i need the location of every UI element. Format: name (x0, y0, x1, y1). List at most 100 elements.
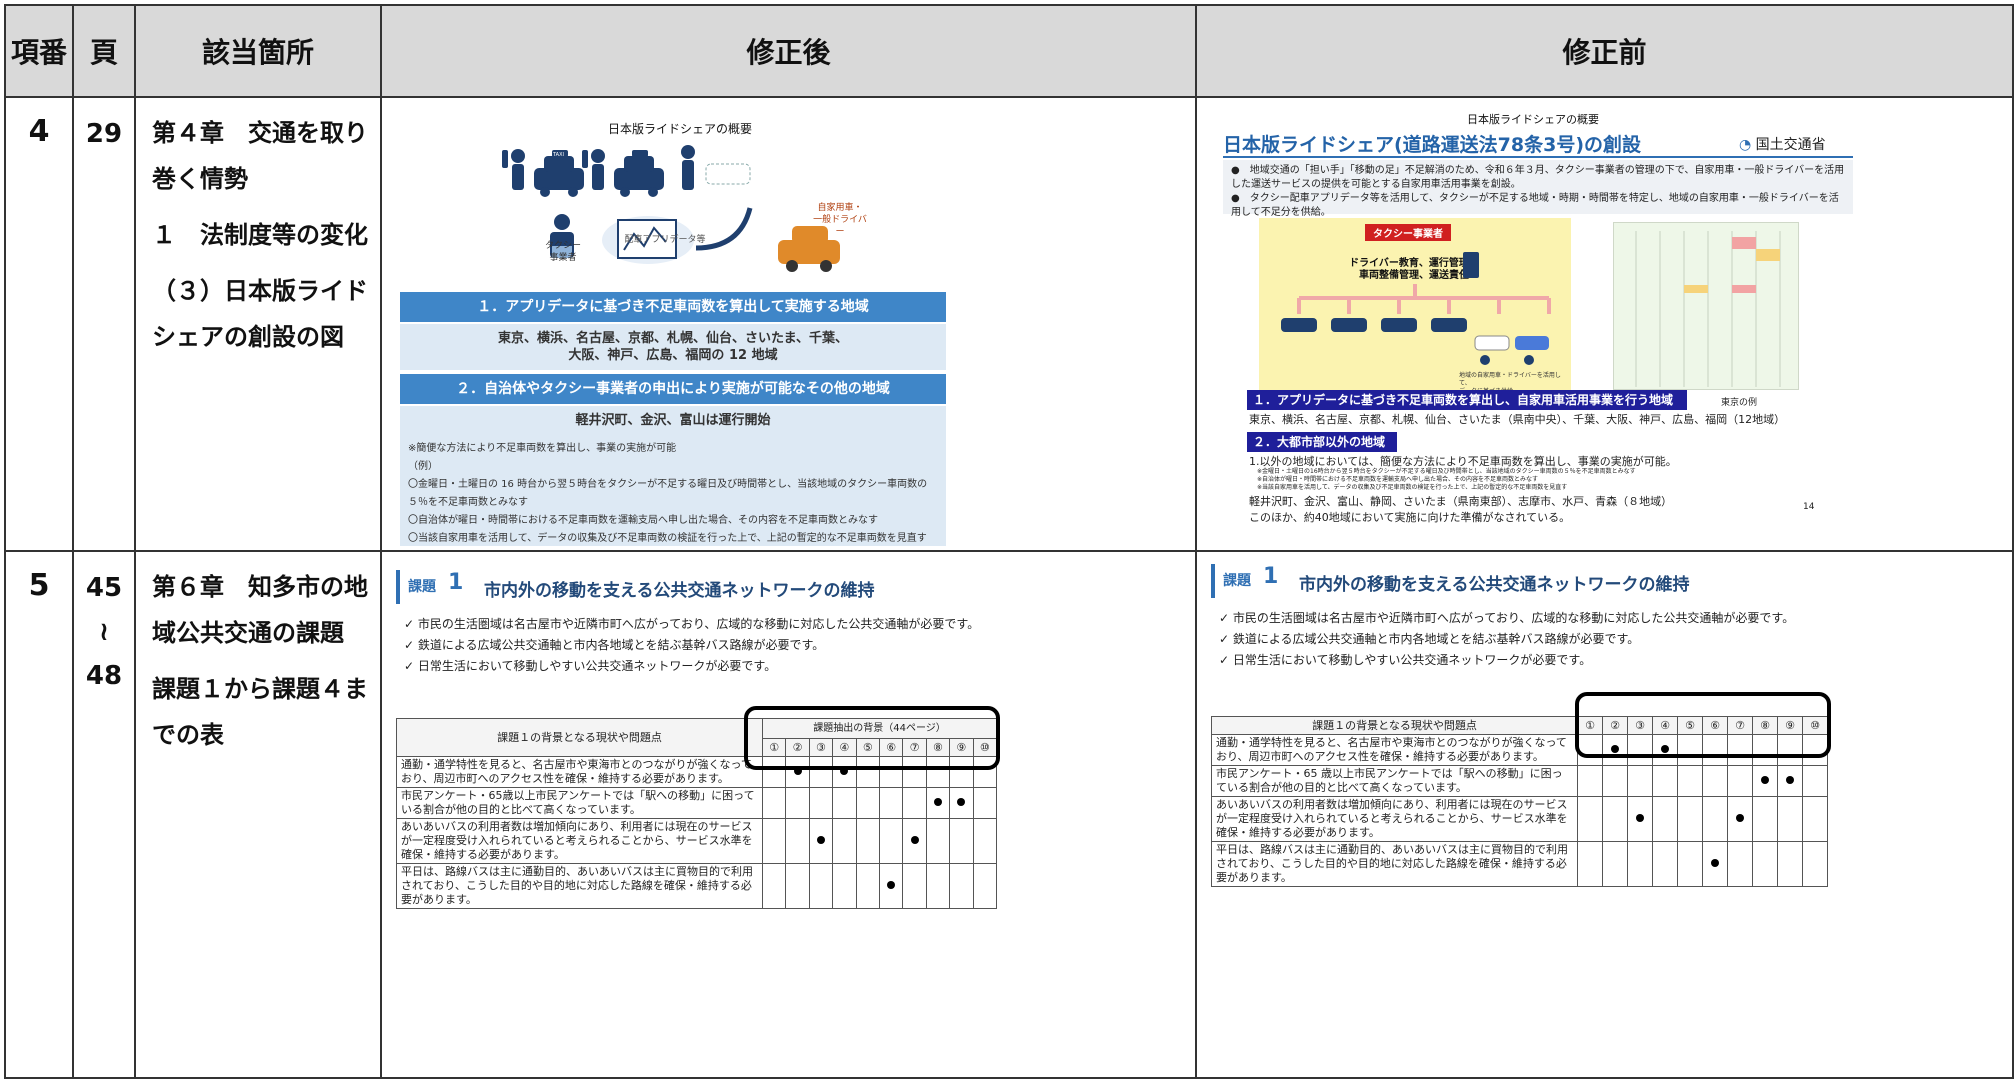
issue-label: 課題 (1223, 573, 1251, 589)
matrix-cell (1652, 765, 1678, 797)
worried-person-icon (681, 145, 695, 190)
matrix-cell (949, 787, 974, 819)
tiny-notes: ※金曜日・土曜日の16時台から翌５時台をタクシーが不足する曜日及び時間帯とし、当… (1257, 468, 1636, 491)
check-dot (1636, 814, 1644, 822)
matrix-issue-text: 平日は、路線バスは主に通勤目的、あいあいバスは主に買物目的で利用されており、こう… (396, 863, 763, 909)
matrix-cell (1602, 734, 1628, 766)
issue-number: 1 (448, 570, 464, 595)
check-dot (1711, 859, 1719, 867)
area-bar-2: ２．大都市部以外の地域 (1247, 432, 1397, 452)
matrix-cell (785, 818, 810, 864)
taxi-fleet-icons (1281, 318, 1467, 332)
area-line-2: 1.以外の地域においては、簡便な方法により不足車両数を算出し、事業の実施が可能。 (1249, 455, 1677, 468)
page-line: 45 (85, 573, 123, 603)
matrix-cell (902, 787, 927, 819)
area-list-1: 東京、横浜、名古屋、京都、札幌、仙台、さいたま、千葉、 大阪、神戸、広島、福岡の… (400, 324, 946, 370)
row-page: 45 ≀ 48 (72, 550, 136, 1079)
private-taxi-icon (778, 226, 840, 272)
matrix-cell (1702, 796, 1728, 842)
area-list-2: 軽井沢町、金沢、富山は運行開始 (400, 406, 946, 436)
check-dot (957, 798, 966, 806)
issue-label: 課題 (408, 579, 436, 595)
matrix-cell (949, 756, 974, 788)
matrix-cell (972, 787, 998, 819)
matrix-cell (1577, 841, 1603, 887)
location-line: １ 法制度等の変化 (152, 221, 368, 249)
check-dot (933, 798, 942, 806)
row-location: 第６章 知多市の地域公共交通の課題 課題１から課題４までの表 (134, 550, 382, 1079)
matrix-cell (1777, 841, 1803, 887)
matrix-issue-text: 市民アンケート・65 歳以上市民アンケートでは「駅への移動」に困っている割合が他… (1211, 765, 1578, 797)
matrix-cell (1802, 796, 1828, 842)
phone-icon (1463, 252, 1479, 278)
row-page: 29 (72, 96, 136, 552)
location-line: （３）日本版ライドシェアの創設の図 (152, 277, 368, 351)
matrix-row: 平日は、路線バスは主に通勤目的、あいあいバスは主に買物目的で利用されており、こう… (1211, 841, 1828, 887)
laptop-icon (552, 246, 572, 258)
main-title: 日本版ライドシェア(道路運送法78条3号)の創設 (1223, 134, 1642, 156)
header-before: 修正前 (1195, 4, 2014, 98)
matrix-cell (832, 787, 857, 819)
matrix-bg-header: 課題抽出の背景（44ページ） (761, 718, 998, 739)
matrix-cell (785, 787, 810, 819)
page-line: ≀ (99, 617, 109, 647)
matrix-cell (925, 818, 951, 864)
matrix-cell (1702, 765, 1728, 797)
taxi-icon (534, 150, 584, 197)
check-dot (887, 881, 896, 889)
matrix-cell (1702, 841, 1728, 887)
note-line: （例） (408, 461, 438, 472)
operator-illustration: タクシー事業者 ドライバー教育、運行管理、 車両整備管理、運送責任 (1259, 218, 1571, 395)
title-rule (1223, 156, 1853, 158)
matrix-cell (1752, 765, 1778, 797)
issue-table-before: 課題 1 市内外の移動を支える公共交通ネットワークの維持 ✓ 市民の生活圏域は名… (1211, 553, 2001, 1076)
issue-checklist: ✓ 市民の生活圏域は名古屋市や近隣市町へ広がっており、広域的な移動に対応した公共… (1215, 608, 1845, 671)
rideshare-figure-before: 日本版ライドシェアの概要 日本版ライドシェア(道路運送法78条3号)の創設 ◔ … (1213, 99, 1853, 549)
matrix-cell (925, 863, 951, 909)
matrix-row: 平日は、路線バスは主に通勤目的、あいあいバスは主に買物目的で利用されており、こう… (396, 863, 998, 909)
notes-box: ※簡便な方法により不足車両数を算出し、事業の実施が可能 （例） 〇金曜日・土曜日… (400, 434, 946, 546)
figure-title: 日本版ライドシェアの概要 (607, 122, 752, 136)
matrix-cell (1752, 796, 1778, 842)
matrix-row: 市民アンケート・65歳以上市民アンケートでは「駅への移動」に困っている割合が他の… (396, 787, 998, 819)
matrix-cell (902, 863, 927, 909)
bullet-line: ● タクシー配車アプリデータ等を活用して、タクシーが不足する地域・時期・時間帯を… (1231, 193, 1839, 218)
note-line: 〇当該自家用車を活用して、データの収集及び不足車両数の検証を行った上で、上記の暫… (408, 533, 927, 544)
matrix-cell (1652, 841, 1678, 887)
area-line-4: このほか、約40地域において実施に向けた準備がなされている。 (1249, 511, 1571, 524)
matrix-left-header: 課題１の背景となる現状や問題点 (1211, 716, 1578, 735)
check-dot (1786, 776, 1794, 784)
row-number: 4 (4, 96, 74, 552)
matrix-cell (972, 818, 998, 864)
matrix-cell (832, 818, 857, 864)
matrix-cell (785, 863, 810, 909)
operator-duties: ドライバー教育、運行管理、 車両整備管理、運送責任 (1349, 258, 1479, 281)
check-dot (1661, 745, 1669, 753)
matrix-cell (925, 787, 951, 819)
table-row: 5 45 ≀ 48 第６章 知多市の地域公共交通の課題 課題１から課題４までの表… (4, 550, 2014, 1079)
issue-heading: 課題 1 市内外の移動を支える公共交通ネットワークの維持 (1211, 564, 1911, 600)
heatmap-grid (1635, 231, 1781, 387)
check-dot (1611, 745, 1619, 753)
issue-checklist: ✓ 市民の生活圏域は名古屋市や近隣市町へ広がっており、広域的な移動に対応した公共… (400, 614, 1000, 677)
note-line: ※簡便な方法により不足車両数を算出し、事業の実施が可能 (408, 443, 677, 454)
matrix-cell (808, 787, 834, 819)
ministry-logo: ◔ 国土交通省 (1739, 137, 1826, 153)
matrix-issue-text: 通勤・通学特性を見ると、名古屋市や東海市とのつながりが強くなっており、周辺市町へ… (1211, 734, 1578, 766)
matrix-row: 市民アンケート・65 歳以上市民アンケートでは「駅への移動」に困っている割合が他… (1211, 765, 1828, 797)
check-item: ✓ 日常生活において移動しやすい公共交通ネットワークが必要です。 (1219, 653, 1592, 667)
location-line: 第４章 交通を取り巻く情勢 (152, 119, 368, 193)
driver-icon (582, 149, 605, 190)
location-line: 第６章 知多市の地域公共交通の課題 (152, 573, 368, 647)
missing-taxi-icon (705, 163, 751, 185)
matrix-row: 通勤・通学特性を見ると、名古屋市や東海市とのつながりが強くなっており、周辺市町へ… (1211, 734, 1828, 766)
header-after: 修正後 (380, 4, 1197, 98)
matrix-cell (1752, 841, 1778, 887)
operator-label: タクシー 事業者 (544, 241, 581, 263)
check-dot (840, 767, 849, 775)
row-number: 5 (4, 550, 74, 1079)
driver-icon (502, 149, 525, 190)
area-bar-1: １．アプリデータに基づき不足車両数を算出し、自家用車活用事業を行う地域 (1247, 390, 1687, 410)
